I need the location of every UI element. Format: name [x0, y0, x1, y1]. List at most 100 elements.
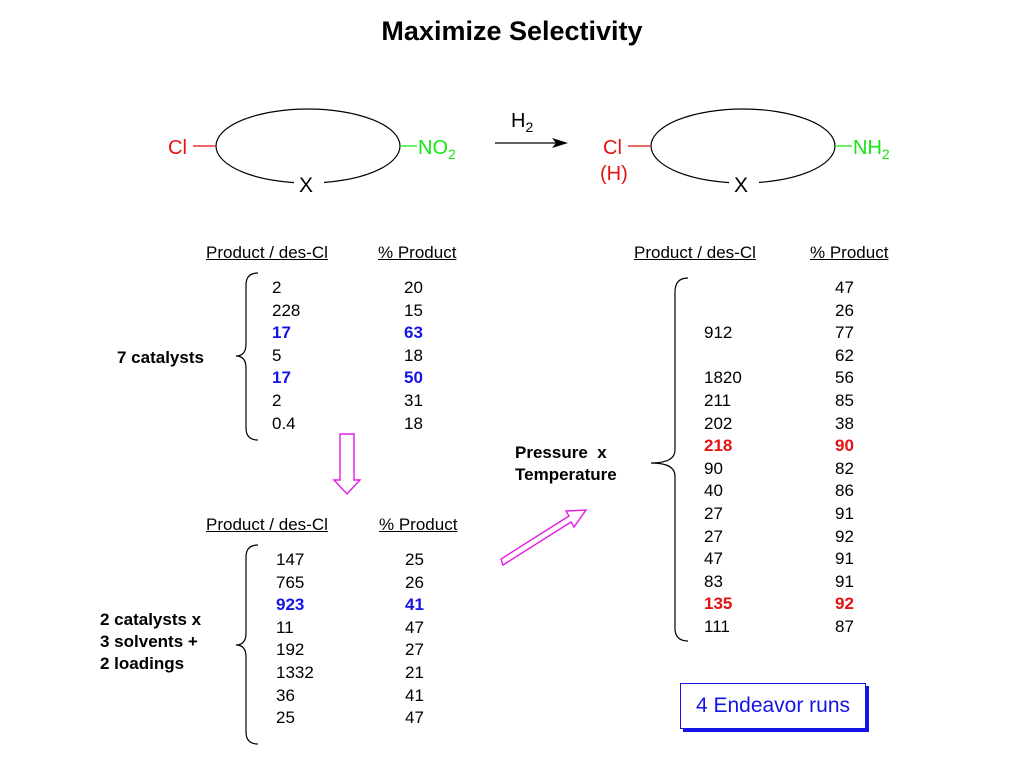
table3-ratio-cell	[704, 277, 742, 300]
table2-brace	[235, 544, 259, 745]
table1-header-percent: % Product	[378, 243, 457, 262]
table1-group-label: 7 catalysts	[117, 348, 204, 367]
table3-group-line: Pressure x	[515, 443, 607, 462]
table2-percent-cell: 47	[405, 708, 424, 728]
table2-ratio-cell: 1332	[276, 662, 314, 682]
table3-ratio-cell: 218	[704, 436, 733, 456]
product-h-label: (H)	[600, 163, 628, 185]
table2-ratio-cell: 36	[276, 685, 295, 705]
table3-percent-cell: 87	[835, 616, 854, 636]
table3-percent-cell: 56	[835, 368, 854, 388]
endeavor-runs-callout: 4 Endeavor runs	[680, 683, 866, 729]
table3-ratio-cell: 211	[704, 390, 732, 410]
table3-percent-cell: 26	[835, 300, 854, 320]
table2-group-line: 3 solvents +	[100, 632, 198, 651]
table1-percent-cell: 63	[404, 323, 423, 343]
product-ring-label: X	[734, 174, 748, 197]
table3-percent-cell: 92	[835, 594, 854, 614]
table2-percent-cell: 21	[405, 662, 424, 682]
table1-ratio-cell: 228	[272, 300, 301, 320]
down-arrow-icon	[332, 433, 362, 496]
table3-percent-cell: 91	[835, 571, 854, 591]
table3-ratio-cell: 90	[704, 458, 723, 478]
table2-percent-cell: 41	[405, 595, 424, 615]
table1-percent-cell: 50	[404, 368, 423, 388]
table2-group-label: 2 catalysts x 3 solvents + 2 loadings	[100, 609, 201, 675]
table3-header-ratio: Product / des-Cl	[634, 243, 756, 262]
diagonal-arrow-icon	[500, 509, 588, 567]
table2-ratio-cell: 147	[276, 550, 305, 569]
table1-ratio-cell: 17	[272, 368, 291, 388]
table3-ratio-cell: 83	[704, 571, 723, 591]
table2-ratio-cell: 765	[276, 572, 305, 592]
table3-percent-cell: 85	[835, 390, 854, 410]
table2-group-line: 2 loadings	[100, 654, 185, 673]
table2-group-line: 2 catalysts x	[100, 610, 202, 629]
table1-percent-cell: 31	[404, 390, 423, 410]
reactant-ring-label: X	[299, 174, 313, 197]
table2-header-ratio: Product / des-Cl	[206, 515, 328, 534]
table3-percent-cell: 92	[835, 526, 854, 546]
table1-brace	[235, 272, 259, 441]
table3-ratio-cell: 27	[704, 503, 723, 523]
table3-percent-cell: 91	[835, 549, 854, 569]
table2-percent-cell: 26	[405, 572, 424, 592]
table1-percent-cell: 15	[404, 300, 423, 320]
table3-group-line: Temperature	[515, 465, 617, 484]
table3-brace	[650, 277, 689, 642]
table2-ratio-cell: 192	[276, 640, 305, 660]
table1-percent-cell: 20	[404, 278, 423, 297]
table3-percent-cell: 38	[835, 413, 854, 433]
table3-percent-cell: 90	[835, 436, 854, 456]
table3-percent-cell: 86	[835, 481, 854, 501]
table3-ratio-cell	[704, 300, 742, 323]
table3-ratio-cell: 40	[704, 481, 723, 501]
table3-ratio-cell: 202	[704, 413, 733, 433]
table3-ratio-cell: 135	[704, 594, 733, 614]
table3-percent-cell: 62	[835, 345, 854, 365]
table3-percent-cell: 82	[835, 458, 854, 478]
table2-header-percent: % Product	[379, 515, 458, 534]
reaction-scheme: Cl NO2 X H2 Cl (H) NH2 X	[168, 108, 890, 197]
reagent-label: H2	[511, 110, 533, 135]
reaction-arrow-head	[552, 138, 568, 148]
table1-ratio-cell: 0.4	[272, 413, 296, 433]
reactant-no2-label: NO2	[418, 137, 456, 162]
table2-ratio-cell: 25	[276, 708, 295, 728]
table1-ratio-cell: 2	[272, 278, 282, 297]
table2-ratio-cell: 11	[276, 617, 294, 637]
product-nh2-label: NH2	[853, 137, 890, 162]
table3-percent-cell: 77	[835, 323, 854, 343]
page-title: Maximize Selectivity	[381, 16, 643, 46]
table2-ratio-cell: 923	[276, 595, 305, 615]
table1-ratio-cell: 5	[272, 345, 282, 365]
table2-percent-cell: 27	[405, 640, 424, 660]
table3-percent-cell: 91	[835, 503, 854, 523]
table3-ratio-cell: 111	[704, 616, 730, 636]
table3-ratio-cell	[704, 345, 742, 368]
table3-percent-cell: 47	[835, 278, 854, 297]
table1-header-ratio: Product / des-Cl	[206, 243, 328, 262]
table3-ratio-cell: 1820	[704, 368, 742, 388]
table3-header-percent: % Product	[810, 243, 889, 262]
table3-ratio-cell: 47	[704, 549, 723, 569]
table3-group-label: Pressure x Temperature	[515, 442, 617, 486]
table1-percent-cell: 18	[404, 413, 423, 433]
table3-ratio-cell: 27	[704, 526, 723, 546]
product-cl-label: Cl	[603, 137, 622, 159]
table2-percent-cell: 47	[405, 617, 424, 637]
table1-ratio-cell: 2	[272, 390, 282, 410]
table2-percent-cell: 25	[405, 550, 424, 569]
table1-ratio-cell: 17	[272, 323, 291, 343]
table1-percent-cell: 18	[404, 345, 423, 365]
table2-percent-cell: 41	[405, 685, 424, 705]
reactant-cl-label: Cl	[168, 137, 187, 159]
table3-ratio-cell: 912	[704, 323, 733, 343]
